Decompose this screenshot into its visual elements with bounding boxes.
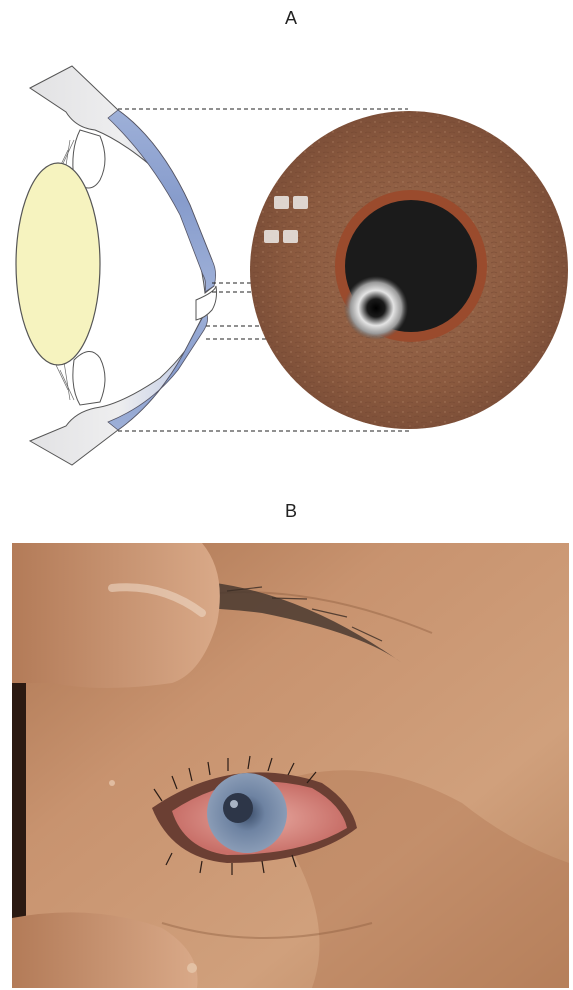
panel-label-a: A: [271, 8, 311, 29]
eye-anatomy-diagram: [0, 40, 573, 480]
panel-label-b: B: [271, 501, 311, 522]
iris-lesion: [344, 276, 408, 340]
photo-pupil: [223, 793, 253, 823]
eye-clinical-photo: [12, 543, 569, 988]
crystalline-lens: [16, 163, 100, 365]
frontal-iris-view: [250, 111, 568, 429]
upper-finger: [12, 543, 220, 688]
ciliary-body-lower: [73, 351, 105, 405]
